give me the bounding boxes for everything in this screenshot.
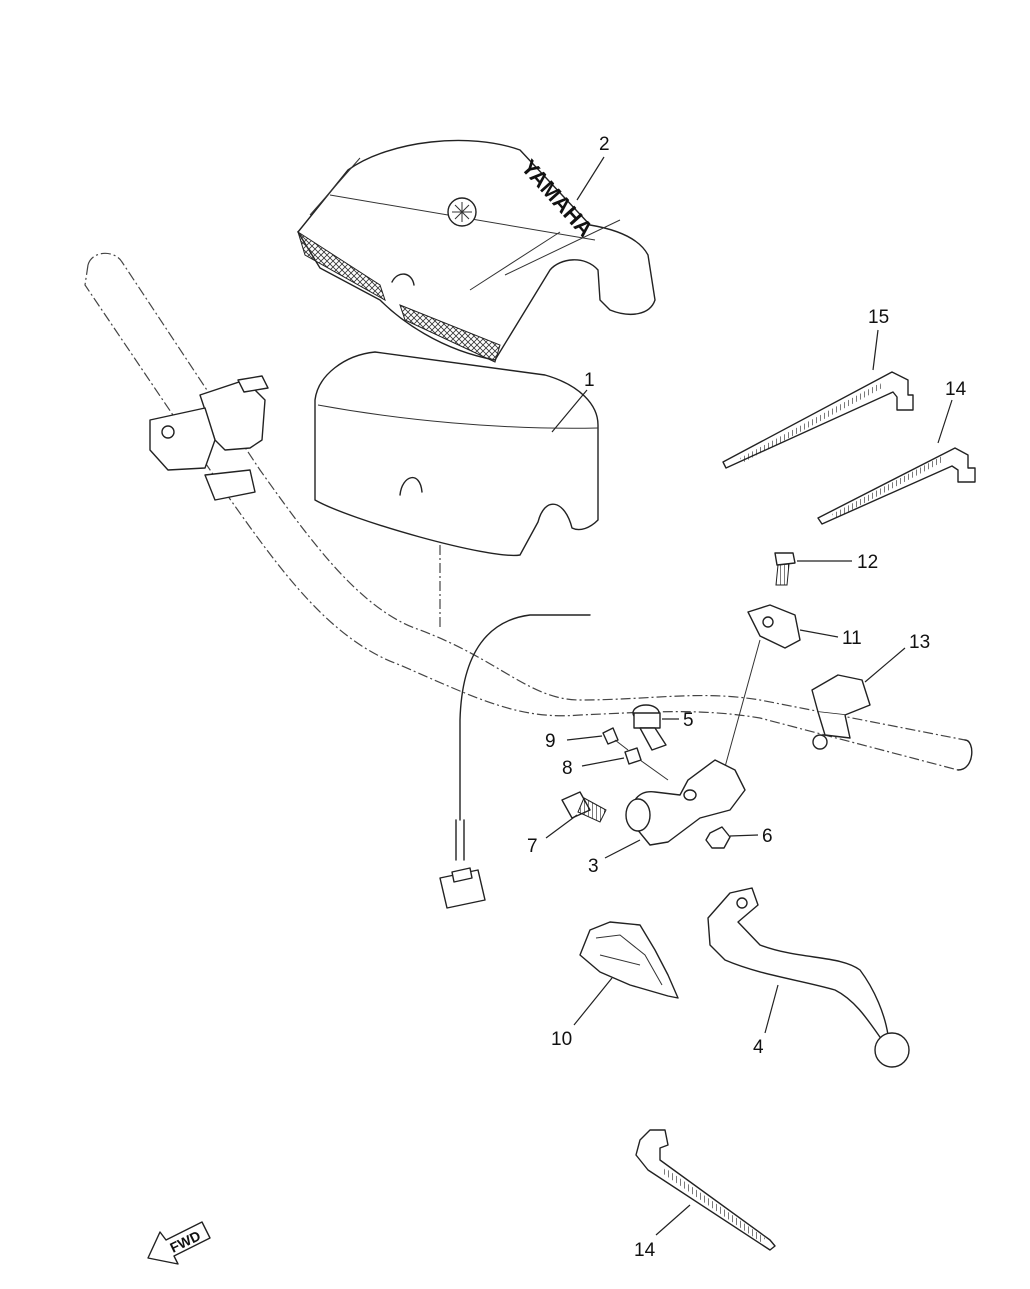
callout-label-9: 9 (545, 731, 556, 752)
cable-tie-14-upper (817, 447, 976, 525)
callout-10: 10 (551, 977, 613, 1050)
nut-6 (705, 826, 731, 849)
handlebar-pad-cover: YAMAHA (297, 139, 656, 363)
clamp-11 (747, 604, 801, 649)
callout-label-15: 15 (868, 307, 889, 328)
forward-direction-arrow: FWD (147, 1221, 211, 1265)
fwd-label: FWD (167, 1227, 203, 1255)
callout-5: 5 (662, 710, 694, 731)
callout-label-10: 10 (551, 1029, 572, 1050)
callout-1: 1 (551, 370, 595, 433)
handlebar-pad (314, 351, 599, 557)
callout-7: 7 (527, 814, 578, 857)
left-switch-housing (149, 375, 269, 501)
switch-cable-connector (439, 614, 591, 909)
callout-label-3: 3 (588, 856, 599, 877)
callout-11: 11 (799, 628, 862, 649)
callout-label-5: 5 (683, 710, 694, 731)
callout-3: 3 (588, 839, 641, 877)
callout-label-13: 13 (909, 632, 930, 653)
callout-9: 9 (545, 731, 603, 752)
handlebar (84, 252, 973, 771)
callout-label-4: 4 (753, 1037, 764, 1058)
adjuster-7 (561, 791, 607, 823)
screw-9 (602, 727, 629, 751)
nut-8 (624, 747, 642, 765)
cable-tie-14-lower (635, 1129, 776, 1251)
callout-13: 13 (864, 632, 930, 683)
callout-label-14-upper: 14 (945, 379, 967, 400)
callout-label-11: 11 (842, 628, 862, 649)
callout-14-lower: 14 (634, 1204, 691, 1261)
callout-label-2: 2 (599, 134, 610, 155)
bolt-12 (774, 552, 796, 586)
callout-2: 2 (576, 134, 610, 201)
callout-label-14-lower: 14 (634, 1240, 656, 1261)
callout-14-upper: 14 (937, 379, 967, 444)
callout-15: 15 (868, 307, 889, 371)
callout-4: 4 (753, 984, 779, 1058)
lever-holder-3 (625, 759, 746, 846)
callout-label-6: 6 (762, 826, 773, 847)
pivot-bolt-5 (632, 704, 667, 751)
lever-cover-10 (579, 921, 679, 999)
callout-6: 6 (729, 826, 773, 847)
callout-label-7: 7 (527, 836, 538, 857)
cable-tie-15 (722, 371, 914, 469)
callout-8: 8 (562, 757, 669, 781)
clutch-lever-4 (707, 887, 910, 1068)
clamp-13 (811, 674, 871, 750)
callout-label-8: 8 (562, 758, 573, 779)
callout-label-1: 1 (584, 370, 595, 391)
callout-label-12: 12 (857, 552, 878, 573)
callout-12: 12 (797, 552, 878, 573)
